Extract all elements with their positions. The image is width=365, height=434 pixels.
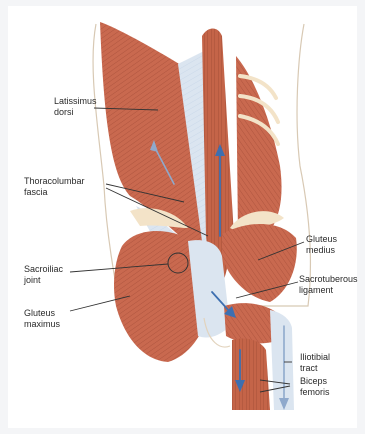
label-line: Gluteus — [306, 234, 337, 245]
label-line: Latissimus — [54, 96, 97, 107]
label-line: tract — [300, 363, 330, 374]
label-line: fascia — [24, 187, 85, 198]
label-line: Sacroiliac — [24, 264, 63, 275]
label-thoracolumbar-fascia: Thoracolumbar fascia — [24, 176, 85, 198]
label-line: Thoracolumbar — [24, 176, 85, 187]
label-line: ligament — [299, 285, 358, 296]
biceps-femoris-muscle — [232, 338, 270, 410]
label-latissimus-dorsi: Latissimus dorsi — [54, 96, 97, 118]
label-line: maximus — [24, 319, 60, 330]
label-line: Sacrotuberous — [299, 274, 358, 285]
label-line: medius — [306, 245, 337, 256]
iliotibial-tract — [270, 310, 294, 410]
label-line: dorsi — [54, 107, 97, 118]
label-line: Gluteus — [24, 308, 60, 319]
label-line: joint — [24, 275, 63, 286]
label-line: femoris — [300, 387, 330, 398]
label-biceps-femoris: Biceps femoris — [300, 376, 330, 398]
label-iliotibial-tract: Iliotibial tract — [300, 352, 330, 374]
label-sacroiliac-joint: Sacroiliac joint — [24, 264, 63, 286]
label-sacrotuberous-ligament: Sacrotuberous ligament — [299, 274, 358, 296]
gluteus-medius-muscle — [222, 224, 297, 302]
label-gluteus-medius: Gluteus medius — [306, 234, 337, 256]
label-gluteus-maximus: Gluteus maximus — [24, 308, 60, 330]
label-line: Biceps — [300, 376, 330, 387]
label-line: Iliotibial — [300, 352, 330, 363]
